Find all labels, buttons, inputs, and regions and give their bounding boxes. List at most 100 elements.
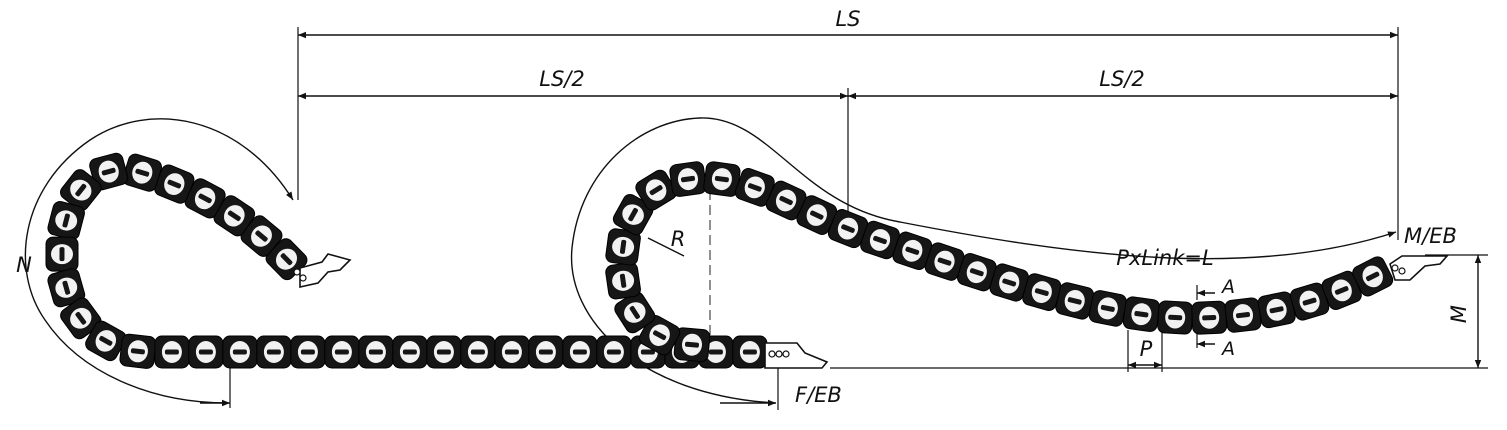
chain-link [612, 193, 654, 236]
chain-link [669, 161, 707, 197]
chain-link-pin [368, 349, 383, 355]
chain-link-pin [1302, 297, 1317, 306]
chain-link [1122, 296, 1161, 332]
chain-link [122, 153, 162, 192]
chain-link [732, 335, 768, 369]
chain-link [796, 195, 838, 235]
chain-link [1055, 282, 1095, 320]
chain-link-pin [232, 349, 247, 355]
chain-link-pin [280, 253, 293, 266]
chain-link-pin [227, 210, 241, 221]
chain-link [256, 335, 292, 369]
left-bracket-hole [299, 274, 307, 282]
chain-link-pin [747, 183, 762, 192]
chain-link-pin [779, 195, 793, 206]
chain-link-pin [629, 306, 640, 319]
chain-link-pin [504, 349, 519, 355]
n-dimension: N [16, 118, 294, 408]
ls-half-dimensions: LS/2 LS/2 [298, 67, 1398, 212]
chain-link [673, 327, 711, 363]
chain-link-pin [198, 349, 213, 355]
pxlink-arc [570, 117, 1397, 404]
chain-link-pin [266, 349, 281, 355]
fixed-end-hole [768, 350, 776, 358]
chain-link [957, 253, 997, 292]
ls-half-right-label: LS/2 [1099, 67, 1144, 91]
chain-link [392, 335, 428, 369]
ls-dimension: LS [297, 7, 1399, 240]
radius-dimension: R [647, 190, 711, 350]
chain-link [1157, 300, 1194, 335]
chain-link-pin [62, 213, 70, 228]
chain-link-pin [652, 330, 667, 341]
chain-link-pin [75, 183, 87, 197]
n-arc [24, 118, 294, 404]
chain-link-pin [1366, 271, 1380, 282]
f-eb-label: F/EB [795, 383, 842, 407]
ls-label: LS [835, 7, 860, 31]
p-label: P [1140, 337, 1153, 361]
chain-link-pin [130, 348, 145, 355]
chain-link-pin [684, 341, 700, 348]
chain-link-pin [1002, 278, 1017, 287]
chain-link-pin [167, 179, 182, 189]
fixed-end-hole [775, 350, 783, 358]
fixed-end-hole [782, 350, 790, 358]
chain-link [460, 335, 496, 369]
chain-link [1022, 273, 1062, 311]
chain-link-pin [649, 185, 663, 196]
pxlink-dimension: PxLink=L [570, 117, 1397, 410]
chain-link-pin [99, 336, 113, 346]
chain-link-pin [164, 349, 179, 355]
chain-link [614, 291, 656, 334]
chain-link-pin [1334, 286, 1349, 295]
chain-link-pin [402, 349, 417, 355]
chain-link-pin [628, 207, 638, 222]
chain-link-pin [937, 257, 952, 266]
chain-link [47, 201, 85, 240]
pxlink-label: PxLink=L [1116, 246, 1213, 270]
chain-link [765, 180, 807, 221]
chain-link [89, 152, 129, 191]
chain-link-pin [619, 273, 627, 288]
chain-link-pin [905, 246, 920, 255]
chain-link-pin [680, 175, 696, 183]
chain-link [119, 333, 157, 369]
chain-link [605, 228, 641, 266]
ls-half-left-label: LS/2 [539, 67, 584, 91]
chain-link [605, 262, 641, 300]
chain-link [240, 215, 283, 257]
chain-link-pin [62, 280, 71, 295]
chain-link-pin [135, 168, 150, 177]
chain-link [154, 164, 195, 204]
section-a-label-top: A [1220, 276, 1235, 298]
chain-link-pin [436, 349, 451, 355]
chain-link-pin [1202, 314, 1217, 321]
chain-link [1191, 300, 1228, 335]
m-label: M [1447, 305, 1471, 323]
fixed-end-bracket-shape [764, 342, 829, 369]
chain-link-pin [1034, 288, 1049, 296]
chain-link-pin [1134, 311, 1149, 318]
chain-link-pin [969, 268, 984, 277]
chain-link-pin [619, 239, 627, 254]
moving-end-hole [1391, 264, 1399, 272]
chain-link-pin [198, 193, 212, 204]
chain-link [1224, 297, 1262, 333]
chain-link-pin [255, 230, 268, 242]
section-a-label-bottom: A [1220, 338, 1235, 360]
chain-link-pin [714, 175, 729, 183]
r-leader [647, 237, 685, 257]
n-label: N [16, 253, 32, 277]
chain-link [222, 335, 258, 369]
chain-link [358, 335, 394, 369]
chain-link-pin [873, 235, 887, 245]
fixed-end-bracket: F/EB [764, 342, 842, 407]
chain-link [426, 335, 462, 369]
chain-link [213, 195, 256, 237]
chain-link [892, 231, 933, 271]
chain-link-pin [470, 349, 485, 355]
chain-link [1257, 291, 1296, 329]
chain-link [1088, 290, 1127, 327]
